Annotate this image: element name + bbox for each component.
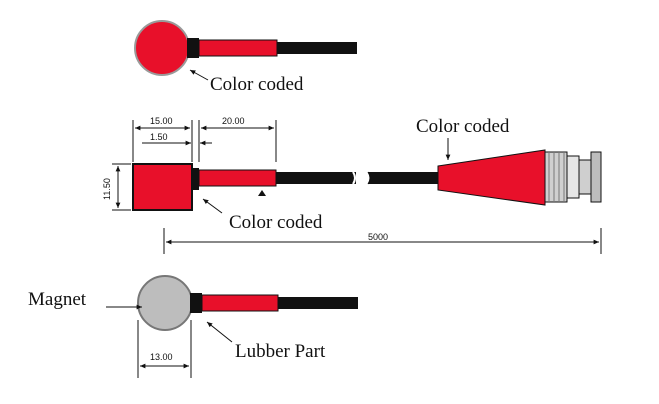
top-lubber-part bbox=[187, 38, 199, 58]
dim-offset-label: 1.50 bbox=[150, 132, 168, 142]
bottom-lubber-part bbox=[190, 293, 202, 313]
dim-diameter-label: 13.00 bbox=[150, 352, 173, 362]
side-cable-right bbox=[368, 172, 440, 184]
lubber-leader-line bbox=[206, 321, 233, 343]
color-coded-label-side: Color coded bbox=[229, 212, 323, 233]
side-lubber-part bbox=[192, 168, 199, 190]
side-sensor-assembly: 15.00 1.50 20.00 11.50 Color bbox=[102, 116, 602, 254]
side-sensor-body bbox=[132, 163, 193, 211]
top-red-sleeve bbox=[198, 39, 278, 57]
cable-break-right bbox=[367, 171, 371, 185]
dim-length-label: 5000 bbox=[368, 232, 388, 242]
color-coded-label-top: Color coded bbox=[210, 74, 304, 95]
top-sensor-assembly: Color coded bbox=[134, 20, 357, 95]
magnet-label: Magnet bbox=[28, 289, 87, 310]
color-coded-label-connector: Color coded bbox=[416, 116, 510, 137]
top-leader-line bbox=[189, 69, 209, 81]
connector-red-boot bbox=[437, 149, 546, 206]
side-leader-line bbox=[202, 198, 223, 214]
top-sensor-head bbox=[134, 20, 190, 76]
bottom-cable bbox=[278, 297, 358, 309]
dim-sleeve-label: 20.00 bbox=[222, 116, 245, 126]
lubber-part-label: Lubber Part bbox=[235, 341, 326, 362]
side-small-marker bbox=[258, 190, 266, 196]
bottom-sensor-assembly: Magnet Lubber Part 13.00 bbox=[28, 275, 358, 378]
cable-break-left bbox=[352, 171, 356, 185]
top-cable bbox=[277, 42, 357, 54]
bottom-red-sleeve bbox=[201, 294, 279, 312]
dim-height-label: 11.50 bbox=[102, 178, 112, 200]
connector-nut bbox=[566, 155, 580, 199]
magnet-face bbox=[137, 275, 193, 331]
side-cable-left bbox=[276, 172, 356, 184]
dim-width-label: 15.00 bbox=[150, 116, 173, 126]
side-red-sleeve bbox=[198, 169, 277, 187]
connector-tip bbox=[590, 151, 602, 203]
connector-body bbox=[578, 159, 592, 195]
